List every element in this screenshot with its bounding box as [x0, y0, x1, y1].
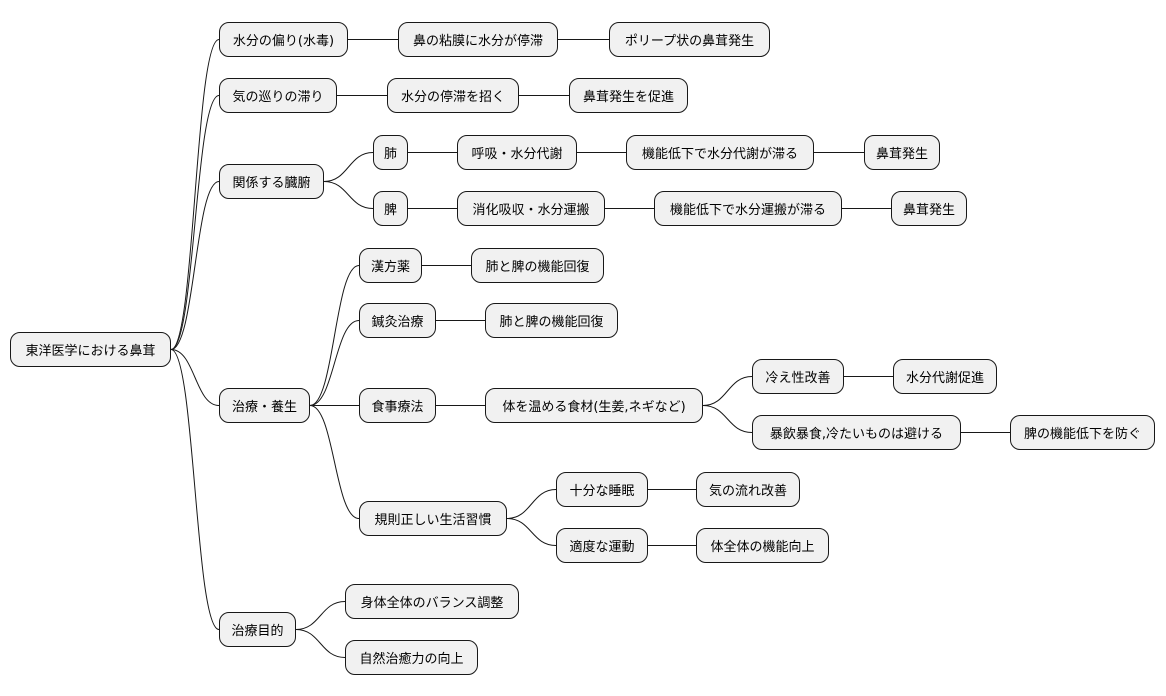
- leaf-node[interactable]: 身体全体のバランス調整: [345, 584, 519, 619]
- branch-node[interactable]: 消化吸収・水分運搬: [457, 191, 605, 226]
- connector-line: [309, 405, 360, 519]
- branch-node[interactable]: 規則正しい生活習慣: [359, 501, 507, 536]
- connector-line: [170, 349, 220, 630]
- connector-line: [323, 181, 374, 209]
- branch-node[interactable]: 肺: [373, 135, 408, 170]
- branch-node[interactable]: 鍼灸治療: [359, 303, 436, 338]
- leaf-node[interactable]: 肺と脾の機能回復: [485, 303, 618, 338]
- branch-node[interactable]: 機能低下で水分運搬が滞る: [654, 191, 842, 226]
- connector-line: [702, 405, 753, 433]
- connector-line: [170, 39, 220, 350]
- root-node[interactable]: 東洋医学における鼻茸: [10, 332, 171, 367]
- connector-line: [170, 95, 220, 350]
- leaf-node[interactable]: 体全体の機能向上: [696, 528, 829, 563]
- connector-line: [506, 518, 557, 546]
- branch-node[interactable]: 水分の停滞を招く: [387, 78, 519, 113]
- branch-node[interactable]: 体を温める食材(生姜,ネギなど): [485, 388, 703, 423]
- leaf-node[interactable]: ポリープ状の鼻茸発生: [609, 22, 770, 57]
- leaf-node[interactable]: 自然治癒力の向上: [345, 640, 478, 675]
- branch-node[interactable]: 冷え性改善: [752, 359, 844, 394]
- branch-node[interactable]: 関係する臓腑: [219, 164, 324, 199]
- branch-node[interactable]: 鼻の粘膜に水分が停滞: [398, 22, 558, 57]
- branch-node[interactable]: 治療・養生: [219, 388, 310, 423]
- leaf-node[interactable]: 脾の機能低下を防ぐ: [1010, 415, 1155, 450]
- leaf-node[interactable]: 気の流れ改善: [696, 472, 800, 507]
- leaf-node[interactable]: 肺と脾の機能回復: [471, 248, 604, 283]
- connector-line: [295, 601, 346, 630]
- connector-line: [702, 376, 753, 406]
- branch-node[interactable]: 適度な運動: [556, 528, 648, 563]
- leaf-node[interactable]: 鼻茸発生: [864, 135, 940, 170]
- branch-node[interactable]: 漢方薬: [359, 248, 422, 283]
- leaf-node[interactable]: 鼻茸発生を促進: [569, 78, 688, 113]
- branch-node[interactable]: 気の巡りの滞り: [219, 78, 337, 113]
- branch-node[interactable]: 水分の偏り(水毒): [219, 22, 348, 57]
- connector-line: [295, 629, 346, 658]
- connector-line: [170, 349, 220, 406]
- leaf-node[interactable]: 鼻茸発生: [891, 191, 967, 226]
- branch-node[interactable]: 食事療法: [359, 388, 436, 423]
- branch-node[interactable]: 十分な睡眠: [556, 472, 648, 507]
- connector-line: [309, 320, 360, 406]
- leaf-node[interactable]: 水分代謝促進: [893, 359, 997, 394]
- branch-node[interactable]: 呼吸・水分代謝: [457, 135, 577, 170]
- branch-node[interactable]: 暴飲暴食,冷たいものは避ける: [752, 415, 961, 450]
- connector-line: [309, 265, 360, 406]
- branch-node[interactable]: 脾: [373, 191, 408, 226]
- branch-node[interactable]: 機能低下で水分代謝が滞る: [626, 135, 814, 170]
- branch-node[interactable]: 治療目的: [219, 612, 296, 647]
- connector-line: [506, 489, 557, 519]
- connector-line: [170, 181, 220, 350]
- connector-line: [323, 152, 374, 182]
